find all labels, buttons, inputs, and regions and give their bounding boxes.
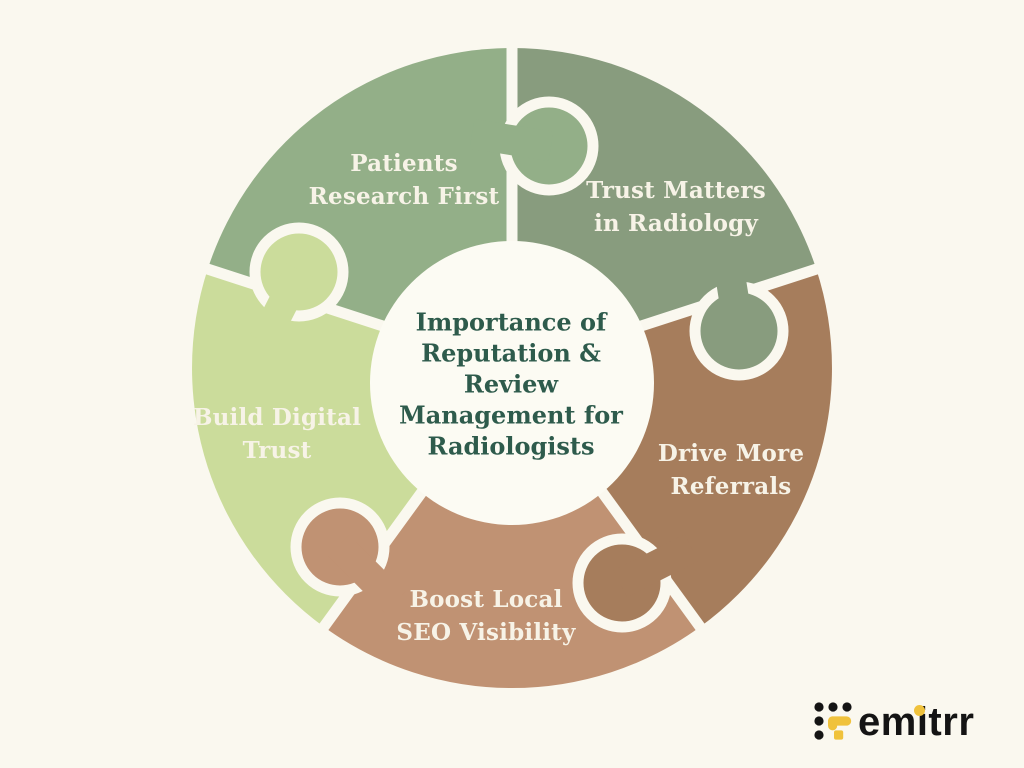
puzzle-tab-neck: [250, 263, 314, 349]
center-circle: [370, 241, 654, 525]
segment-label-trust-matters-in-radiology: Trust Matters in Radiology: [586, 174, 766, 240]
label-line: Trust Matters: [586, 177, 766, 204]
puzzle-tab-neck: [613, 534, 699, 598]
label-line: Patients: [350, 150, 458, 177]
puzzle-tab-neck: [327, 534, 406, 613]
title-line: Review: [463, 369, 559, 399]
label-line: Build Digital: [192, 404, 362, 431]
segment-label-drive-more-referrals: Drive More Referrals: [658, 437, 804, 503]
diagram-title: Importance of Reputation & Review Manage…: [399, 307, 623, 462]
segment-label-boost-local-seo-visibility: Boost Local SEO Visibility: [396, 583, 575, 649]
title-line: Management for: [399, 400, 623, 430]
emitrr-logo: emitrr: [814, 699, 1004, 749]
emitrr-logo-i-dot-accent: [914, 705, 925, 716]
label-line: Research First: [308, 183, 500, 210]
label-line: Drive More: [657, 440, 805, 467]
puzzle-tab-neck: [469, 118, 554, 162]
segment-label-patients-research-first: Patients Research First: [309, 147, 500, 213]
title-line: Importance of: [415, 307, 607, 337]
label-line: in Radiology: [593, 210, 759, 237]
puzzle-tab-neck: [711, 251, 755, 336]
segment-label-build-digital-trust: Build Digital Trust: [193, 401, 361, 467]
label-line: Trust: [242, 437, 312, 464]
title-line: Radiologists: [427, 431, 595, 461]
emitrr-logo-mark-icon: [814, 702, 852, 740]
label-line: SEO Visibility: [396, 619, 576, 646]
label-line: Referrals: [670, 473, 792, 500]
label-line: Boost Local: [409, 586, 563, 613]
title-line: Reputation &: [421, 338, 601, 368]
